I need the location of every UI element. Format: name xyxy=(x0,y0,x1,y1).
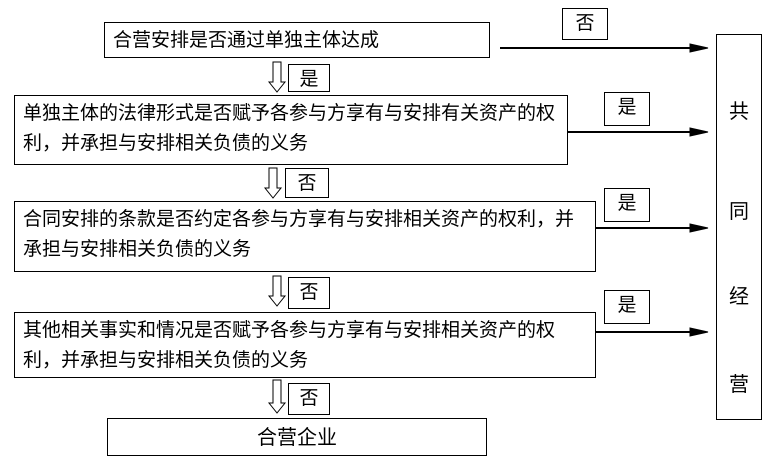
final-result-box: 合营企业 xyxy=(107,418,487,456)
question-box-1: 合营安排是否通过单独主体达成 xyxy=(104,22,490,58)
question-box-4: 其他相关事实和情况是否赋予各参与方享有与安排相关资产的权利，并承担与安排相关负债… xyxy=(14,312,596,378)
right-label-3: 是 xyxy=(604,188,650,222)
question-text-3: 合同安排的条款是否约定各参与方享有与安排相关资产的权利，并承担与安排相关负债的义… xyxy=(23,208,575,260)
right-arrow-3 xyxy=(596,223,709,233)
side-result-box: 共 同 经 营 xyxy=(716,34,762,420)
question-box-3: 合同安排的条款是否约定各参与方享有与安排相关资产的权利，并承担与安排相关负债的义… xyxy=(14,201,596,272)
right-arrow-4 xyxy=(596,327,709,337)
side-result-char-3: 经 xyxy=(729,284,749,308)
right-arrow-1 xyxy=(500,43,709,53)
final-result-text: 合营企业 xyxy=(257,425,337,449)
side-result-char-2: 同 xyxy=(729,199,749,223)
down-label-4: 否 xyxy=(288,383,330,415)
side-result-char-4: 营 xyxy=(729,372,749,396)
down-arrow-2 xyxy=(263,167,283,199)
down-arrow-4 xyxy=(267,379,287,414)
down-label-3: 否 xyxy=(288,277,330,309)
right-label-2: 是 xyxy=(604,92,650,126)
question-text-1: 合营安排是否通过单独主体达成 xyxy=(113,29,380,51)
right-label-4: 是 xyxy=(604,290,650,324)
question-box-2: 单独主体的法律形式是否赋予各参与方享有与安排有关资产的权利，并承担与安排相关负债… xyxy=(14,95,568,165)
down-label-1: 是 xyxy=(288,64,330,92)
right-label-1: 否 xyxy=(562,8,608,40)
down-label-2: 否 xyxy=(285,168,329,198)
question-text-2: 单独主体的法律形式是否赋予各参与方享有与安排有关资产的权利，并承担与安排相关负债… xyxy=(23,102,556,154)
right-arrow-2 xyxy=(568,127,709,137)
down-arrow-1 xyxy=(267,61,287,93)
down-arrow-3 xyxy=(267,275,287,307)
question-text-4: 其他相关事实和情况是否赋予各参与方享有与安排相关资产的权利，并承担与安排相关负债… xyxy=(23,319,556,371)
side-result-char-1: 共 xyxy=(729,99,749,123)
